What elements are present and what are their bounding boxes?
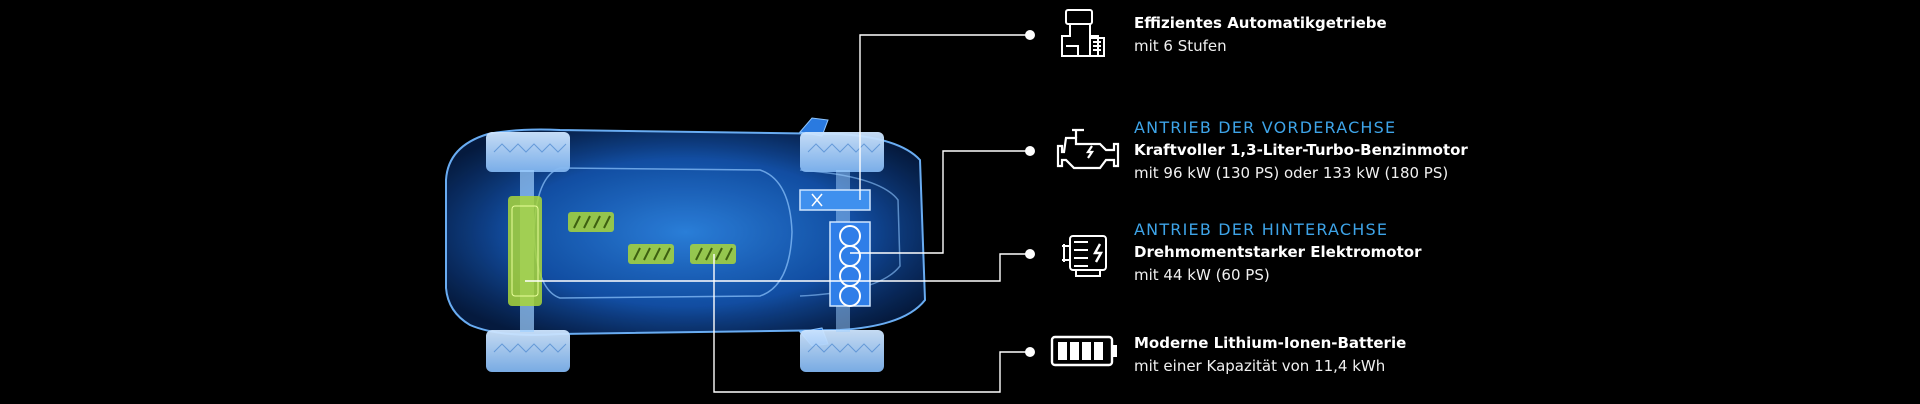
feature-subtitle: mit einer Kapazität von 11,4 kWh — [1134, 357, 1386, 375]
feature-gearbox: Effizientes Automatikgetriebe mit 6 Stuf… — [1134, 14, 1387, 55]
leader-line-gearbox — [859, 34, 1028, 200]
feature-subtitle: mit 44 kW (60 PS) — [1134, 266, 1270, 284]
feature-title: Moderne Lithium-Ionen-Batterie — [1134, 334, 1407, 352]
rear-electric-motor — [508, 196, 542, 306]
feature-title: Kraftvoller 1,3-Liter-Turbo-Benzinmotor — [1134, 141, 1468, 159]
feature-headline: ANTRIEB DER HINTERACHSE — [1134, 220, 1389, 239]
leader-line-battery — [713, 254, 1028, 393]
gearbox-icon — [1061, 9, 1105, 57]
battery-cell — [568, 212, 614, 232]
tire-rear-right — [486, 330, 570, 372]
front-engine — [829, 221, 871, 307]
leader-lines — [525, 34, 1028, 393]
battery-cell — [690, 244, 736, 264]
electric-motor-icon — [1062, 235, 1107, 277]
feature-battery: Moderne Lithium-Ionen-Batterie mit einer… — [1134, 334, 1406, 375]
tire-rear-left — [486, 132, 570, 172]
leader-dot-engine — [1025, 146, 1035, 156]
battery-icon — [1050, 335, 1117, 367]
tire-front-left — [800, 132, 884, 172]
car-top-view — [445, 117, 927, 372]
feature-headline: ANTRIEB DER VORDERACHSE — [1134, 118, 1397, 137]
feature-electric-motor: ANTRIEB DER HINTERACHSE Drehmomentstarke… — [1134, 220, 1422, 284]
leader-line-electric-motor — [525, 253, 1028, 282]
feature-subtitle: mit 6 Stufen — [1134, 37, 1227, 55]
tire-front-right — [800, 330, 884, 372]
leader-dot-gearbox — [1025, 30, 1035, 40]
engine-icon — [1056, 128, 1120, 170]
leader-dot-battery — [1025, 347, 1035, 357]
feature-engine: ANTRIEB DER VORDERACHSE Kraftvoller 1,3-… — [1134, 118, 1468, 182]
feature-subtitle: mit 96 kW (130 PS) oder 133 kW (180 PS) — [1134, 164, 1449, 182]
feature-title: Drehmomentstarker Elektromotor — [1134, 243, 1422, 261]
leader-dot-electric-motor — [1025, 249, 1035, 259]
gearbox — [799, 189, 871, 211]
leader-line-engine — [850, 150, 1028, 254]
battery-cell — [628, 244, 674, 264]
feature-title: Effizientes Automatikgetriebe — [1134, 14, 1387, 32]
battery-cells — [568, 212, 736, 264]
